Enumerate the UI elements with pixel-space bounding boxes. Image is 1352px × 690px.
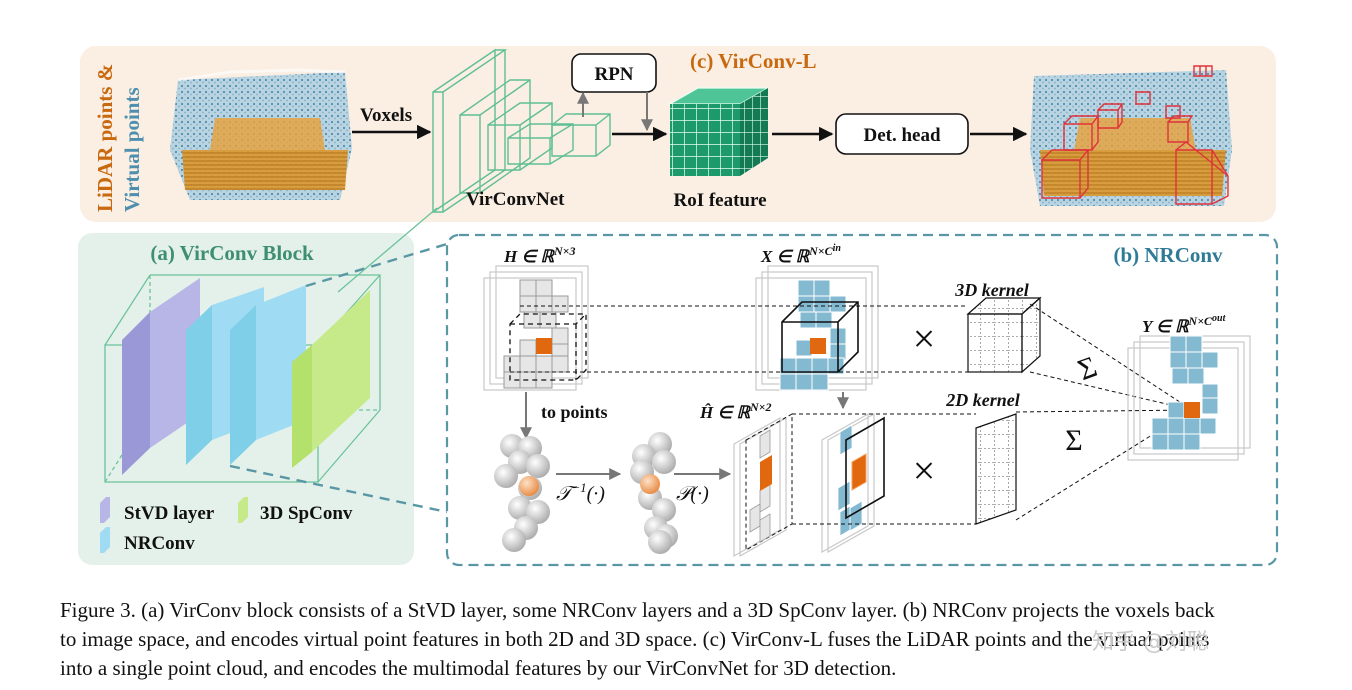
side-label: LiDAR points & Virtual points [93, 64, 144, 212]
det-head-box [835, 113, 969, 155]
hhat-image-plane [733, 413, 793, 558]
y-voxel-grid [1127, 335, 1251, 461]
voxels-label: Voxels [360, 105, 412, 126]
panel-a-title: (a) VirConv Block [150, 241, 314, 265]
side-label-lidar: LiDAR points & [93, 64, 117, 212]
point-cloud-cluster-1 [494, 434, 550, 552]
times-bottom: × [913, 448, 936, 493]
caption-line-2: to image space, and encodes virtual poin… [60, 627, 1210, 651]
panel-c: (c) VirConv-L LiDAR points & Virtual poi… [80, 46, 1276, 222]
legend-label-spconv: 3D SpConv [260, 503, 353, 524]
panel-b: (b) NRConv H ∈ ℝN×3 X ∈ ℝN×Cin Y ∈ ℝN×Co… [445, 233, 1279, 567]
p-op-label: 𝒫(·) [676, 483, 709, 505]
roi-label: RoI feature [673, 190, 766, 211]
feature-2d-center [851, 453, 867, 491]
panel-a: (a) VirConv Block StVD layer [78, 233, 414, 565]
panel-b-title: (b) NRConv [1113, 243, 1223, 267]
y-output-voxel [1184, 402, 1200, 418]
point-highlight-2 [640, 474, 660, 494]
kernel-2d-label: 2D kernel [945, 390, 1020, 410]
det-head-label: Det. head [863, 125, 940, 146]
sum-bottom: Σ [1065, 424, 1082, 457]
output-point-cloud [1030, 65, 1232, 206]
point-cloud-cluster-2 [630, 432, 678, 554]
kernel-3d [966, 296, 1042, 374]
h-voxel-grid [483, 265, 589, 391]
panel-connectors [229, 242, 448, 514]
to-points-label: to points [541, 402, 608, 422]
figure-caption: Figure 3. (a) VirConv block consists of … [60, 596, 1340, 683]
spconv-layer-shape [292, 290, 370, 468]
x-label: X ∈ ℝN×Cin [760, 243, 841, 266]
legend-swatch-spconv [238, 497, 248, 523]
caption-line-1: Figure 3. (a) VirConv block consists of … [60, 598, 1215, 622]
legend-swatch-stvd [100, 497, 110, 523]
rpn-label: RPN [594, 64, 633, 85]
panel-c-title: (c) VirConv-L [690, 49, 817, 73]
projection-lines-bottom [792, 413, 976, 525]
detection-boxes [1041, 65, 1229, 205]
kernel-2d [975, 413, 1017, 525]
x-center-voxel [810, 338, 826, 354]
point-highlight-1 [519, 476, 539, 496]
hhat-label: Ĥ ∈ ℝN×2 [699, 400, 772, 422]
virconvnet-label: VirConvNet [466, 189, 565, 210]
h-label: H ∈ ℝN×3 [503, 244, 576, 266]
hhat-center-pixel [760, 455, 772, 491]
virconvnet-blocks [432, 48, 611, 214]
rpn-box [571, 53, 657, 93]
times-top: × [913, 316, 936, 361]
projection-lines-top [510, 303, 1193, 521]
input-point-cloud [170, 68, 352, 200]
caption-line-3: into a single point cloud, and encodes t… [60, 656, 897, 680]
x-voxel-grid [755, 265, 879, 391]
roi-feature-cube [667, 87, 771, 176]
connector-c-to-a [337, 207, 438, 293]
legend-swatch-nrconv [100, 527, 110, 553]
y-label: Y ∈ ℝN×Cout [1142, 313, 1227, 336]
kernel-3d-label: 3D kernel [954, 280, 1029, 300]
feature-2d-planes [821, 412, 885, 554]
legend: StVD layer 3D SpConv NRConv [100, 497, 353, 554]
legend-label-stvd: StVD layer [124, 503, 215, 524]
side-label-virtual: Virtual points [120, 87, 144, 212]
watermark: 知乎 @刘聪 [1092, 630, 1209, 655]
legend-label-nrconv: NRConv [124, 533, 195, 554]
h-center-voxel [536, 338, 552, 354]
